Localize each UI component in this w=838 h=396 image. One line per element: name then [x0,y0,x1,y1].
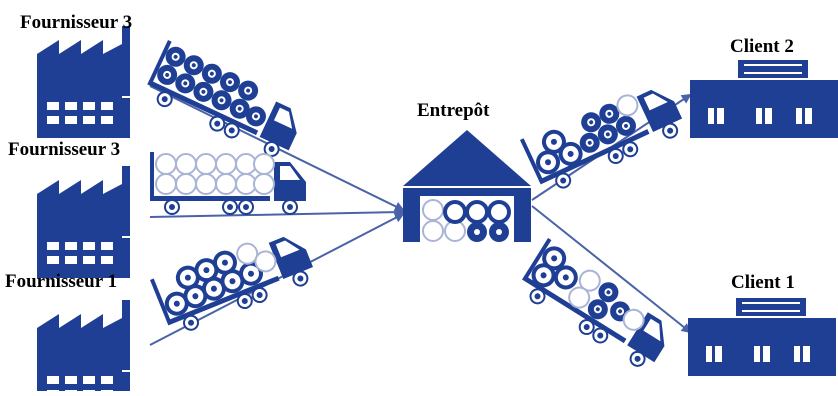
truck-icon [149,151,307,215]
factory-icon [37,300,130,396]
supplier-label: Fournisseur 1 [5,271,118,292]
factory-icon [37,166,130,278]
factory-icon [37,26,130,138]
arrow-icon [531,205,692,334]
truck-icon [149,220,319,339]
warehouse-label: Entrepôt [417,100,490,121]
client-label: Client 1 [731,272,795,293]
store-icon [688,298,836,376]
supplier-label: Fournisseur 3 [8,139,121,160]
client-label: Client 2 [730,36,794,57]
arrow-icon [149,207,405,218]
store-icon [690,60,838,138]
warehouse-icon [403,130,531,242]
truck-icon [140,39,311,164]
supplier-label: Fournisseur 3 [20,12,133,33]
truck-icon [519,73,689,198]
